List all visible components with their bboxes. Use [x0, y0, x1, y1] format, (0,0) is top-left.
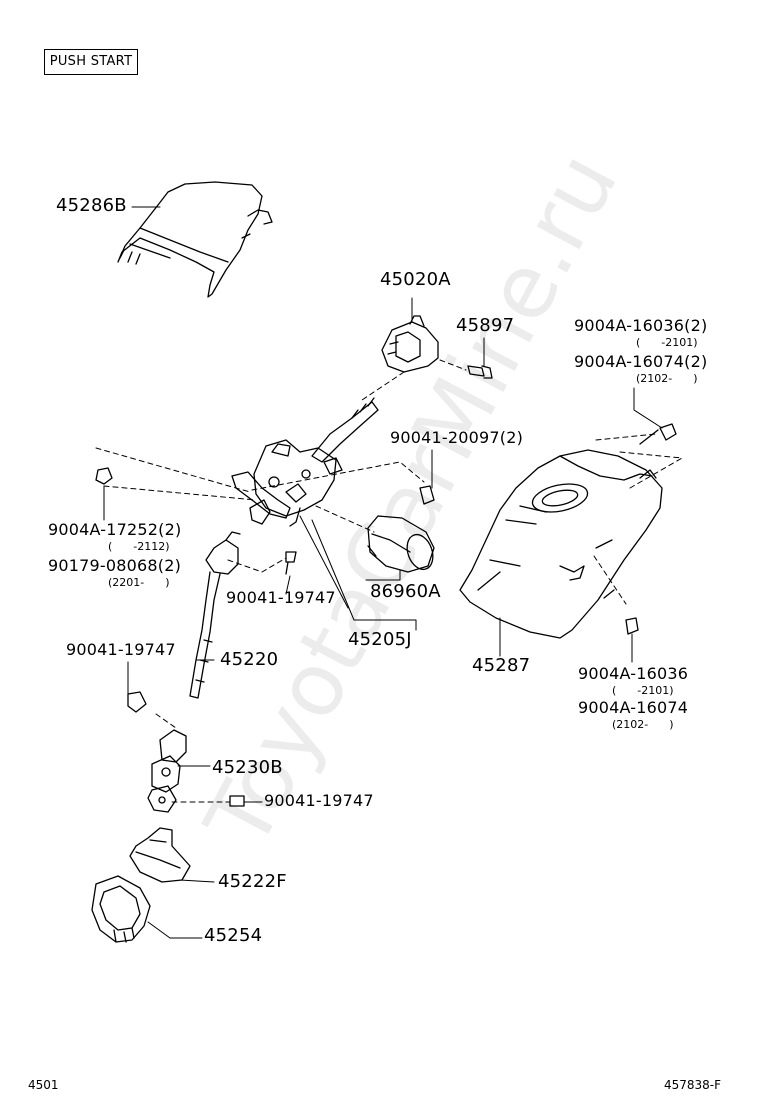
- universal-joint-drawing: [147, 729, 187, 813]
- boot-45222F-drawing: [129, 827, 191, 883]
- part-label-45254: 45254: [204, 925, 263, 946]
- part-range-9004A-16036: ( -2101): [612, 684, 674, 697]
- part-range-9004A-16074: (2102- ): [612, 718, 674, 731]
- lower-column-cover-drawing: [459, 449, 663, 639]
- part-label-9004A-16036: 9004A-16036: [578, 664, 689, 683]
- part-label-90179-08068-2: 90179-08068(2): [48, 556, 182, 575]
- part-label-45286B: 45286B: [56, 195, 127, 216]
- steering-column-assembly-drawing: [231, 397, 379, 527]
- part-label-9004A-17252-2: 9004A-17252(2): [48, 520, 182, 539]
- part-label-86960A: 86960A: [370, 581, 441, 602]
- motor-86960A-drawing: [367, 515, 435, 573]
- fasteners-drawing: [95, 423, 677, 807]
- part-range-9004A-16074-2: (2102- ): [636, 372, 698, 385]
- part-label-45222F: 45222F: [218, 871, 287, 892]
- steering-lock-drawing: [381, 315, 439, 373]
- part-label-9004A-16036-2: 9004A-16036(2): [574, 316, 708, 335]
- leader-lines: [103, 206, 663, 939]
- bolt-45897-drawing: [467, 365, 493, 379]
- part-label-9004A-16074-2: 9004A-16074(2): [574, 352, 708, 371]
- push-start-badge: PUSH START: [44, 49, 138, 75]
- part-label-45287: 45287: [472, 655, 531, 676]
- seal-45254-drawing: [91, 875, 151, 943]
- part-label-45230B: 45230B: [212, 757, 283, 778]
- part-label-90041-20097-2: 90041-20097(2): [390, 428, 524, 447]
- intermediate-shaft-drawing: [189, 531, 241, 699]
- part-label-90041-19747-joint: 90041-19747: [264, 791, 374, 810]
- part-label-45220: 45220: [220, 649, 279, 670]
- assembly-dashed-lines: [95, 359, 683, 803]
- part-label-45897: 45897: [456, 315, 515, 336]
- part-label-9004A-16074: 9004A-16074: [578, 698, 689, 717]
- drawing-code: 457838-F: [664, 1078, 722, 1092]
- part-label-45020A: 45020A: [380, 269, 451, 290]
- page-number: 4501: [28, 1078, 59, 1092]
- part-label-90041-19747-column: 90041-19747: [226, 588, 336, 607]
- upper-column-cover-drawing: [117, 181, 273, 298]
- part-range-90179-08068-2: (2201- ): [108, 576, 170, 589]
- part-range-9004A-17252-2: ( -2112): [108, 540, 170, 553]
- part-range-9004A-16036-2: ( -2101): [636, 336, 698, 349]
- part-label-45205J: 45205J: [348, 629, 412, 650]
- part-label-90041-19747-shaft: 90041-19747: [66, 640, 176, 659]
